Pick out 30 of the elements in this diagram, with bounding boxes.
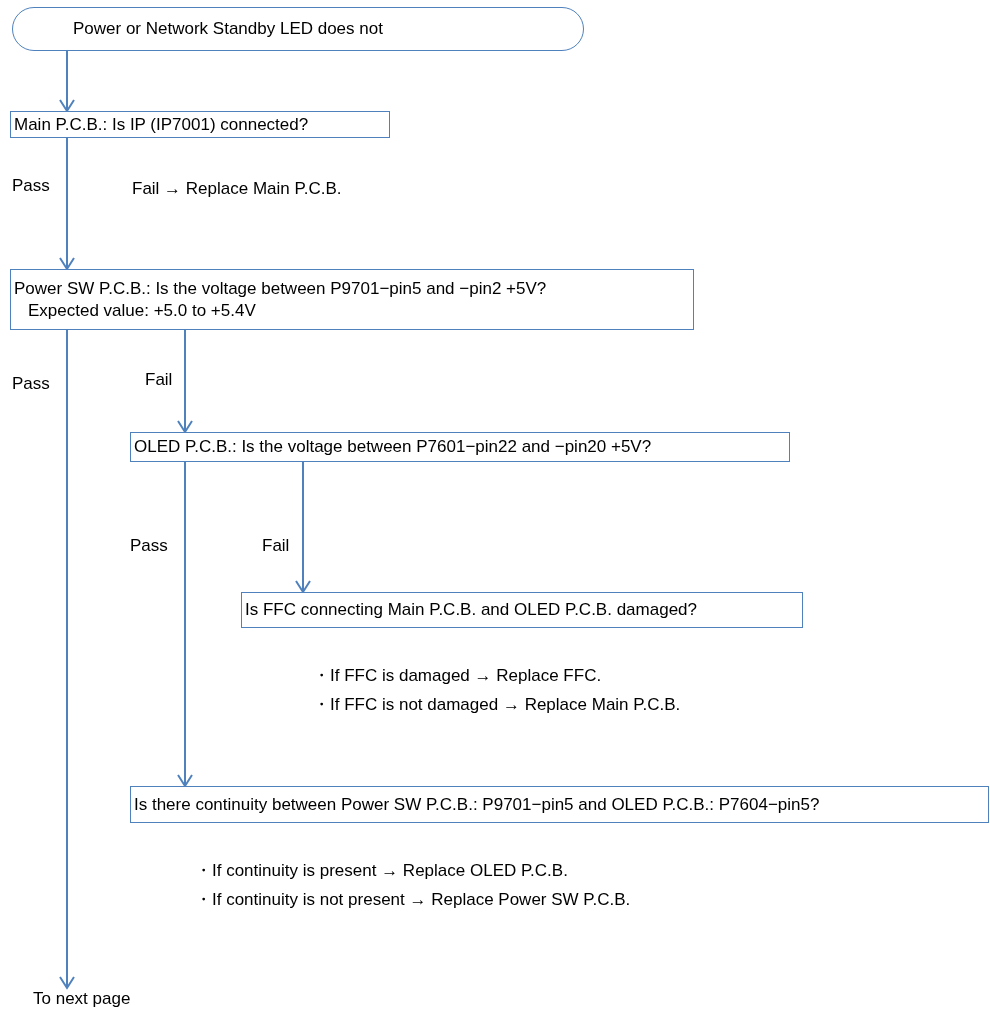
node-text: Power or Network Standby LED does not [73,18,383,40]
node-text: Main P.C.B.: Is IP (IP7001) connected? [14,113,310,136]
arrow [59,329,75,989]
node-text: Is there continuity between Power SW P.C.B.: P9701−pin5 and OLED P.C.B.: P7604−pin5? [134,793,821,816]
edge-label: Fail [145,369,173,391]
note-text: Fail → Replace Main P.C.B. [132,178,342,200]
node-text: Expected value: +5.0 to +5.4V [27,299,257,322]
note-text: ・If continuity is not present → Replace Power SW P.C.B. [195,889,631,911]
arrow [177,329,193,433]
edge-label: Pass [130,535,168,557]
arrow [177,461,193,787]
note-text: ・If continuity is present → Replace OLED P.C.B. [195,860,568,882]
process-box [241,592,803,628]
flow-end-text: To next page [33,988,131,1010]
note-text: ・If FFC is damaged → Replace FFC. [313,665,602,687]
node-text: OLED P.C.B.: Is the voltage between P7601−pin22 and −pin20 +5V? [134,436,653,458]
process-box [130,786,989,823]
note-text: ・If FFC is not damaged → Replace Main P.C.B. [313,694,681,716]
arrow [59,137,75,270]
arrow [59,50,75,112]
edge-label: Pass [12,373,50,395]
arrow [295,461,311,593]
node-text: Power SW P.C.B.: Is the voltage between P9701−pin5 and −pin2 +5V? [14,277,548,300]
process-box [130,432,790,462]
node-text: Is FFC connecting Main P.C.B. and OLED P.C.B. damaged? [245,599,698,621]
start-terminal [12,7,584,51]
edge-label: Pass [12,175,50,197]
process-box [10,111,390,138]
edge-label: Fail [262,535,290,557]
process-box [10,269,694,330]
